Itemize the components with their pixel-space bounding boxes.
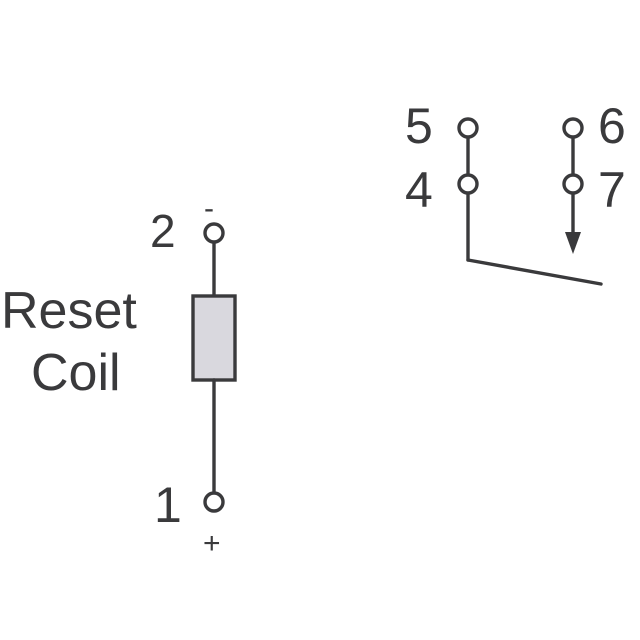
pin-7-label: 7 <box>598 162 626 218</box>
pin-6-label: 6 <box>598 98 626 154</box>
contact-arrow-head <box>565 232 581 254</box>
pin-2-polarity: - <box>204 192 214 225</box>
coil-label-line2: Coil <box>31 344 121 402</box>
terminal-2 <box>203 222 225 244</box>
terminal-7 <box>562 173 584 195</box>
coil-body <box>191 294 237 382</box>
armature-line <box>466 258 603 286</box>
pin-2-label: 2 <box>150 205 176 257</box>
pin-1-polarity: + <box>203 527 221 560</box>
reset-coil-group: 2 - Reset Coil 1 + <box>1 192 237 560</box>
terminal-1 <box>203 491 225 513</box>
terminal-4 <box>457 173 479 195</box>
contact-group: 5 4 6 7 <box>405 98 626 286</box>
pin-5-label: 5 <box>405 98 433 154</box>
terminal-6 <box>562 117 584 139</box>
pin-1-label: 1 <box>154 477 182 533</box>
pin-4-label: 4 <box>405 162 433 218</box>
terminal-5 <box>457 117 479 139</box>
coil-label-line1: Reset <box>1 282 137 340</box>
